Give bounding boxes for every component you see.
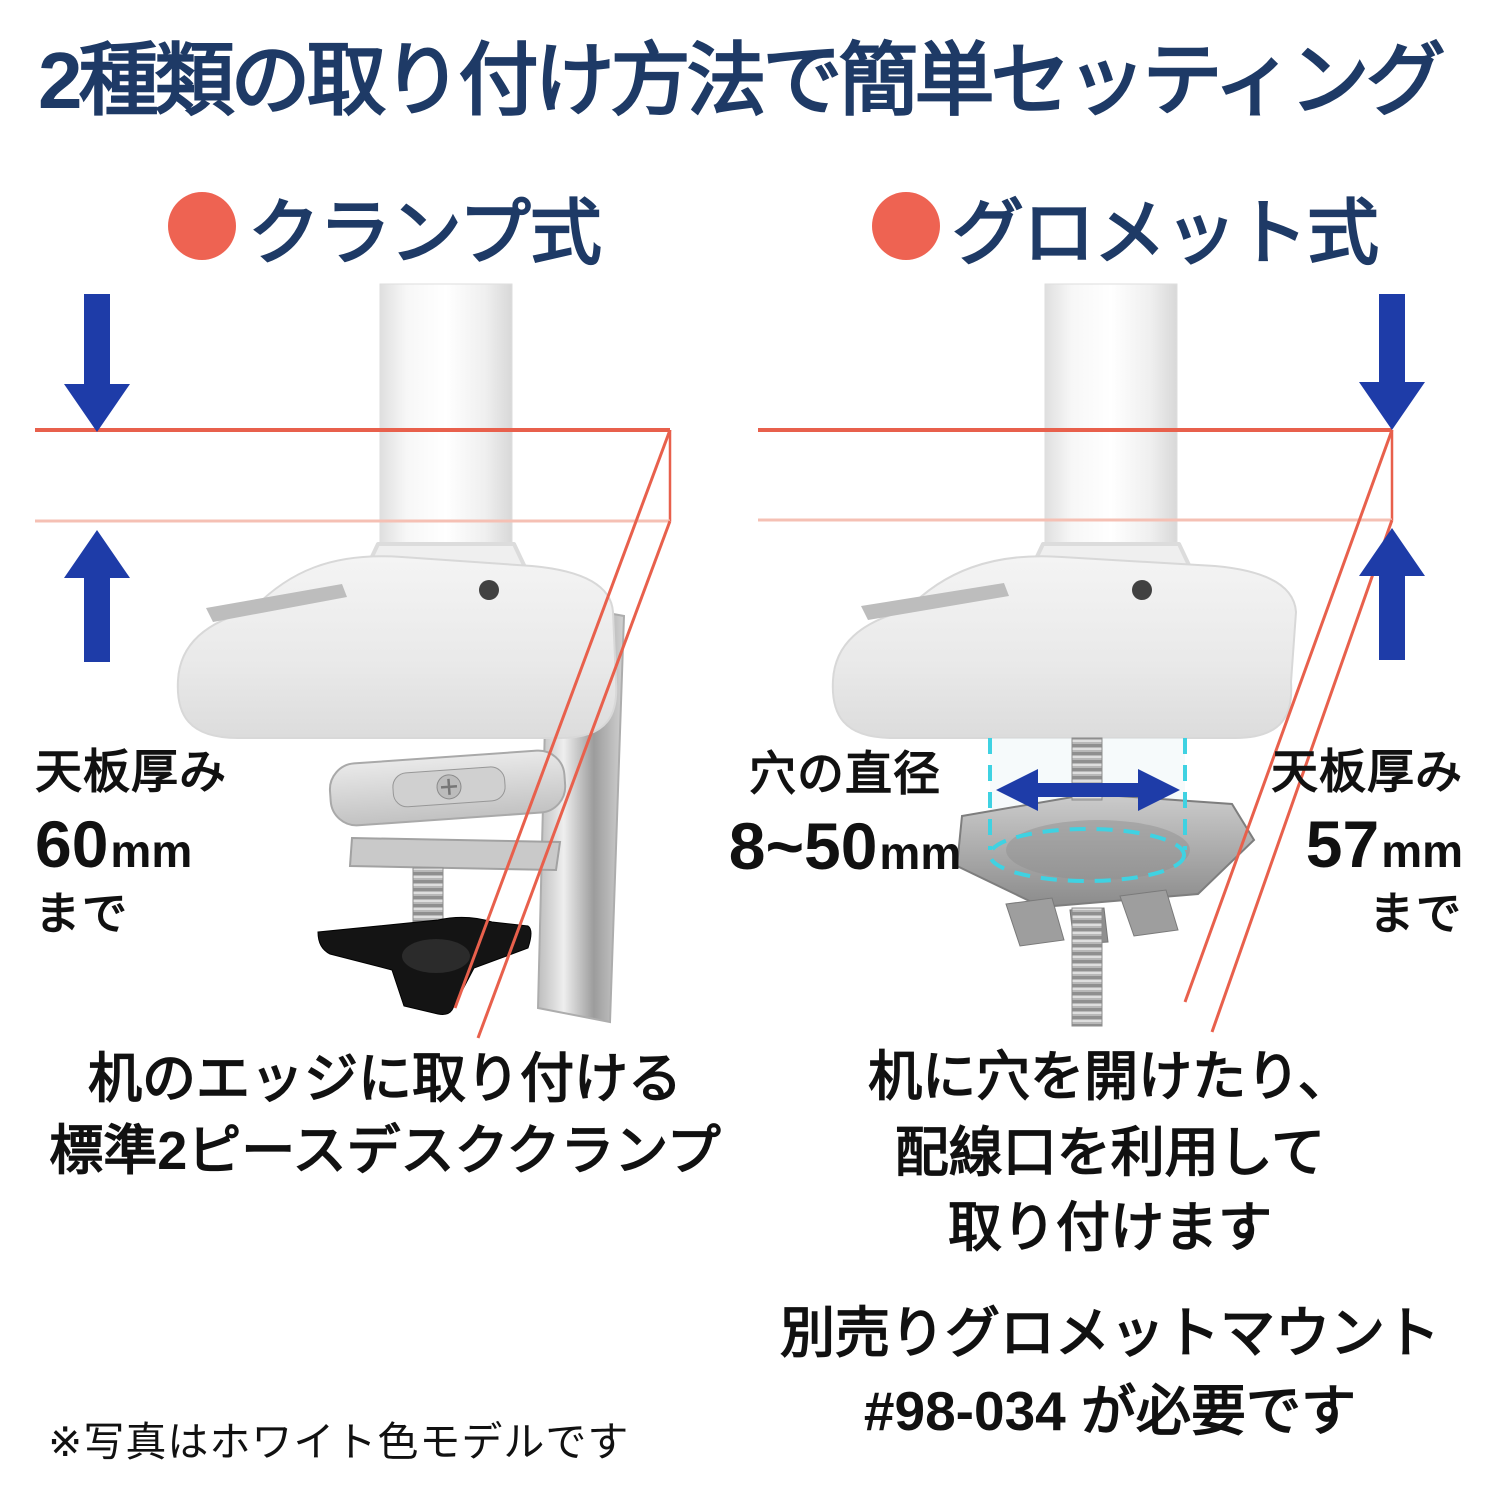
thickness-number: 57 xyxy=(1305,807,1380,881)
grommet-hole-spec: 穴の直径 8~50mm xyxy=(695,750,995,893)
caption-line: 机のエッジに取り付ける xyxy=(88,1049,682,1109)
grommet-mount-note: 別売りグロメットマウント #98-034 が必要です xyxy=(770,1294,1450,1450)
base-slot xyxy=(206,584,347,622)
up-arrow-icon xyxy=(1359,528,1425,660)
grommet-rod-lower xyxy=(1071,907,1103,1027)
wing-nut-left xyxy=(1005,897,1065,947)
grommet-figure xyxy=(831,283,1298,1027)
thickness-label: 天板厚み xyxy=(35,745,227,798)
clamp-knob-hub xyxy=(402,939,470,973)
thickness-unit: mm xyxy=(1381,825,1463,877)
base-slot xyxy=(861,583,1009,620)
hole-diameter-label: 穴の直径 xyxy=(749,747,941,800)
clamp-heading: クランプ式 xyxy=(168,180,602,274)
wing-nut-right xyxy=(1119,889,1179,937)
monitor-arm-pole xyxy=(379,283,513,553)
thickness-number: 60 xyxy=(35,807,109,881)
thickness-unit: mm xyxy=(110,825,193,877)
note-line: 別売りグロメットマウント xyxy=(779,1302,1440,1364)
hole-diameter-arrow-icon xyxy=(996,769,1180,811)
grommet-hole-cylinder-dashes xyxy=(988,738,1187,883)
arm-base xyxy=(831,555,1298,739)
caption-line: 配線口を利用して xyxy=(894,1122,1326,1183)
clamp-lower-arm xyxy=(348,836,562,872)
base-screw-hole xyxy=(1132,580,1152,600)
caption-line: 机に穴を開けたり、 xyxy=(868,1047,1352,1107)
caption-line: 取り付けます xyxy=(948,1198,1272,1259)
thickness-value: 57mm xyxy=(1248,811,1463,877)
page-title: 2種類の取り付け方法で簡単セッティング xyxy=(38,36,1446,125)
mounting-diagram xyxy=(35,283,1425,1039)
grommet-heading: グロメット式 xyxy=(872,180,1379,274)
up-arrow-icon xyxy=(64,530,130,662)
clamp-thickness-spec: 天板厚み 60mm まで xyxy=(35,748,227,936)
grommet-heading-label: グロメット式 xyxy=(952,193,1379,274)
note-line: #98-034 が必要です xyxy=(863,1380,1357,1443)
thickness-arrows xyxy=(64,294,1425,662)
down-arrow-icon xyxy=(64,294,130,432)
monitor-arm-pole xyxy=(1044,283,1178,553)
grommet-caption: 机に穴を開けたり、 配線口を利用して 取り付けます xyxy=(830,1040,1390,1267)
down-arrow-icon xyxy=(1359,294,1425,430)
caption-line: 標準2ピースデスククランプ xyxy=(49,1120,721,1181)
thickness-limit: まで xyxy=(35,888,130,939)
clamp-heading-label: クランプ式 xyxy=(248,193,602,274)
thickness-label: 天板厚み xyxy=(1271,745,1463,798)
arm-base xyxy=(176,555,618,739)
hole-diameter-value: 8~50mm xyxy=(695,813,995,879)
clamp-top-plate xyxy=(328,749,567,827)
desk-outline-left xyxy=(35,428,672,1039)
thickness-limit: まで xyxy=(1368,888,1463,939)
grommet-plate-shade xyxy=(1006,820,1190,880)
grommet-thickness-spec: 天板厚み 57mm まで xyxy=(1248,748,1463,936)
photo-footnote: ※写真はホワイト色モデルです xyxy=(48,1419,630,1465)
bullet-dot-icon xyxy=(872,192,940,260)
clamp-caption: 机のエッジに取り付ける 標準2ピースデスククランプ xyxy=(0,1044,770,1188)
desk-outline-right xyxy=(758,428,1394,1033)
hole-diameter-number: 8~50 xyxy=(728,809,878,883)
clamp-figure xyxy=(176,283,626,1024)
thickness-value: 60mm xyxy=(35,811,227,877)
hole-diameter-unit: mm xyxy=(879,827,962,879)
bullet-dot-icon xyxy=(168,192,236,260)
base-screw-hole xyxy=(479,580,499,600)
